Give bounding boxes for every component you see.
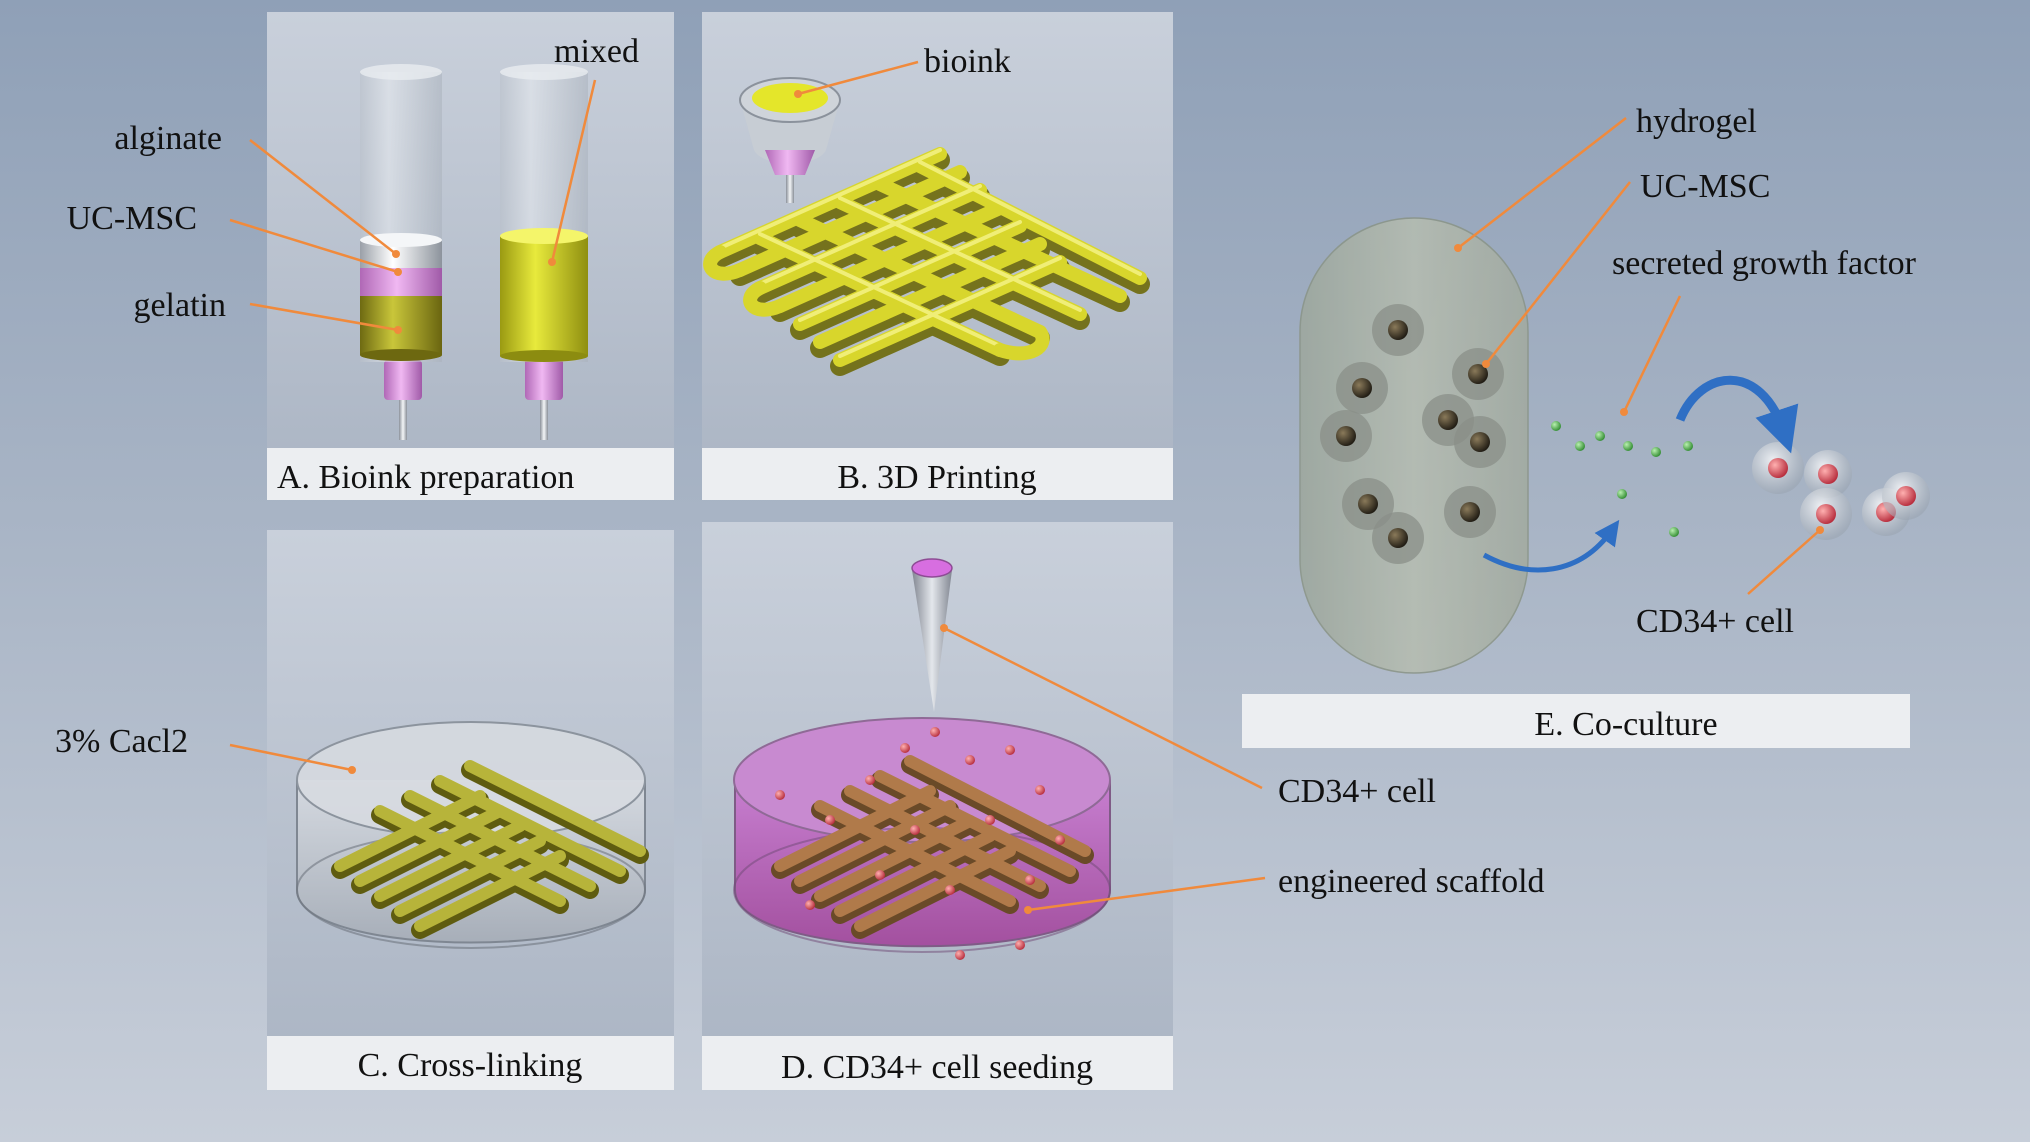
label-gelatin: gelatin [133, 287, 226, 324]
printed-scaffold [703, 147, 1150, 376]
hydrogel-capsule [1299, 217, 1529, 674]
leader-growth-factor [1622, 295, 1682, 413]
label-scaffold: engineered scaffold [1278, 863, 1545, 900]
label-cd34-d: CD34+ cell [1278, 773, 1436, 810]
panel-b-caption: B. 3D Printing [837, 459, 1036, 496]
leader-mixed [550, 79, 597, 263]
leader-hydrogel [1457, 117, 1627, 249]
panel-a-caption-box [267, 448, 674, 500]
arrow-stimulate [1675, 375, 1799, 454]
arrow-feedback [1482, 519, 1620, 573]
panel-e-caption-box [1242, 694, 1910, 748]
leader-ucmsc-e [1485, 181, 1631, 365]
syringe-mixed [500, 64, 588, 440]
panel-b-3d-printing: bioink B. 3D Printing [702, 12, 1173, 500]
crosslinked-scaffold [331, 760, 649, 939]
panel-d-cd34-seeding: CD34+ cell engineered scaffold D. CD34+ … [702, 522, 1545, 1090]
panel-c-cross-linking: 3% Cacl2 C. Cross-linking [55, 530, 674, 1090]
label-hydrogel: hydrogel [1636, 103, 1757, 140]
label-growth-factor: secreted growth factor [1612, 245, 1917, 282]
leader-cacl2 [229, 743, 353, 772]
leader-bioink [797, 60, 919, 96]
seeded-scaffold [771, 755, 1094, 939]
panel-a-caption: A. Bioink preparation [277, 459, 574, 496]
label-mixed: mixed [554, 33, 639, 70]
cd34-cells-e [1752, 442, 1930, 540]
label-ucmsc-e: UC-MSC [1640, 168, 1770, 205]
panel-c-caption: C. Cross-linking [358, 1047, 583, 1084]
leader-cd34-e [1747, 529, 1821, 595]
seeding-pipette [911, 558, 953, 712]
seeded-cells [775, 727, 1065, 960]
panel-a-bioink-preparation: alginate UC-MSC gelatin mixed A. Bioink … [67, 12, 674, 500]
label-alginate: alginate [114, 120, 222, 157]
panel-d-caption-box [702, 1036, 1173, 1090]
panel-c-caption-box [267, 1036, 674, 1090]
label-bioink: bioink [924, 43, 1011, 80]
panel-a-background [267, 12, 674, 500]
panel-e-caption: E. Co-culture [1534, 706, 1717, 743]
label-cd34-e: CD34+ cell [1636, 603, 1794, 640]
label-ucmsc-a: UC-MSC [67, 200, 197, 237]
leader-ucmsc-a [229, 218, 399, 274]
panel-d-caption: D. CD34+ cell seeding [781, 1049, 1093, 1086]
leader-scaffold [1027, 876, 1266, 912]
leader-alginate [249, 139, 397, 255]
leader-gelatin [249, 302, 399, 332]
ucmsc-cells [1320, 304, 1506, 564]
label-cacl2: 3% Cacl2 [55, 723, 188, 760]
panel-b-caption-box [702, 448, 1173, 500]
leader-cd34-d [943, 626, 1263, 790]
panel-e-co-culture: hydrogel UC-MSC secreted growth factor C… [1242, 103, 1930, 748]
growth-factor-dots [1551, 421, 1693, 537]
